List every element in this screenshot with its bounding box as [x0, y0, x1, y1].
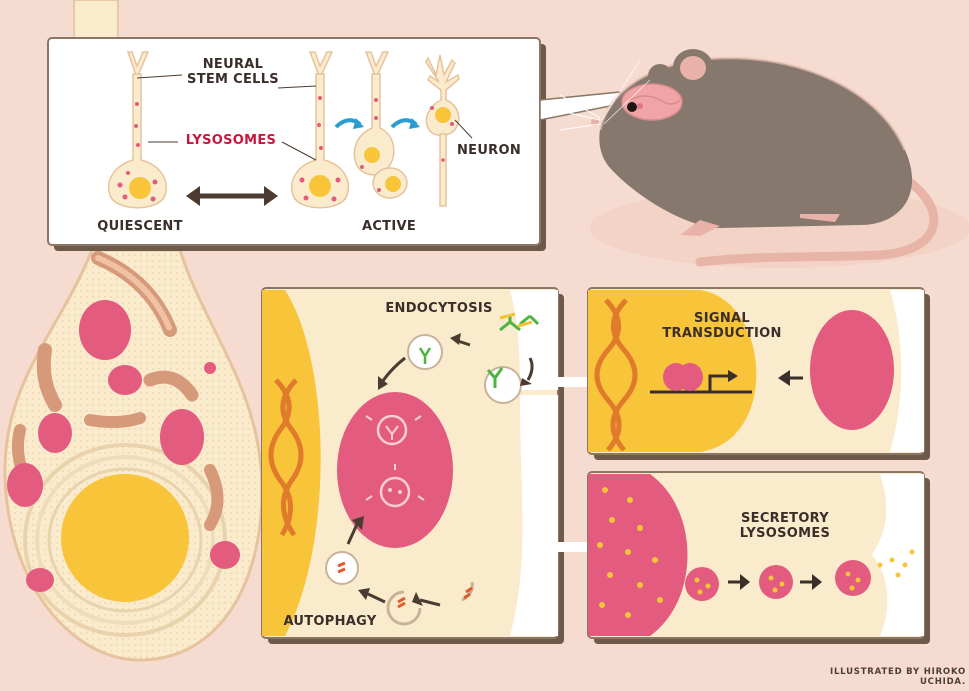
- quiescent-label: QUIESCENT: [97, 219, 183, 234]
- active-label: ACTIVE: [361, 219, 417, 234]
- autophagy-label: AUTOPHAGY: [283, 614, 377, 629]
- label-line: STEM CELLS: [187, 71, 279, 87]
- large-stem-cell: [3, 248, 264, 662]
- label-line: LYSOSOMES: [739, 525, 831, 541]
- dividing-stem-cell: [353, 51, 408, 199]
- neuron-cell: [425, 54, 473, 207]
- middle-panel: [261, 287, 590, 644]
- lysosomes-label: LYSOSOMES: [185, 133, 277, 148]
- label-line: SECRETORY: [740, 511, 829, 526]
- mouse-illustration: [555, 49, 969, 268]
- active-stem-cell: [291, 51, 349, 209]
- top-panel: [47, 37, 621, 251]
- label-line: TRANSDUCTION: [662, 325, 782, 341]
- nucleus: [61, 474, 189, 602]
- signal-transduction-panel: [587, 287, 930, 460]
- double-arrow-icon: [186, 186, 278, 206]
- illustration-credit: ILLUSTRATED BY HIROKO UCHIDA.: [829, 667, 966, 687]
- neuron-label: NEURON: [456, 143, 522, 158]
- quiescent-stem-cell: [108, 51, 167, 209]
- secretory-lysosomes-panel: [587, 471, 930, 644]
- label-line: SIGNAL: [694, 311, 750, 326]
- neural-stem-cells-label: NEURAL STEM CELLS: [178, 57, 288, 88]
- signal-transduction-label: SIGNAL TRANSDUCTION: [652, 311, 792, 342]
- endocytosis-label: ENDOCYTOSIS: [385, 301, 493, 316]
- label-line: NEURAL: [202, 57, 264, 72]
- secretory-lysosomes-label: SECRETORY LYSOSOMES: [720, 511, 850, 542]
- cell-stem-top: [73, 0, 119, 41]
- brain-icon: [621, 83, 683, 121]
